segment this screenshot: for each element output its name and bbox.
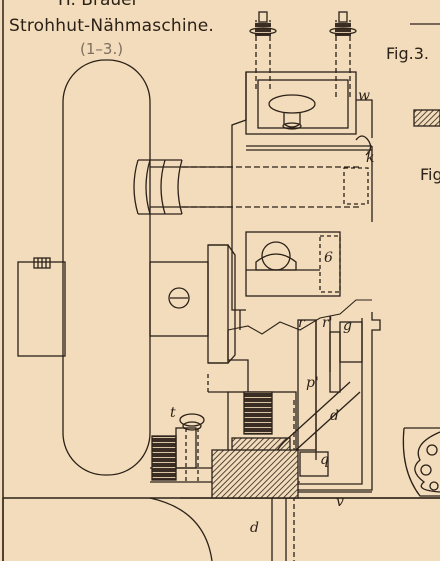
author-line: H. Brauer bbox=[58, 0, 139, 10]
label-r: r bbox=[298, 315, 305, 331]
mushroom-knob bbox=[268, 94, 316, 114]
center-hub bbox=[149, 261, 209, 337]
drawing-title: Strohhut-Nähmaschine. bbox=[9, 16, 215, 36]
lower-arc bbox=[149, 497, 213, 561]
flywheel-body bbox=[62, 59, 151, 476]
label-r-prime: r' bbox=[322, 315, 333, 331]
label-t: t bbox=[170, 405, 176, 421]
figure-range-subtitle: (1–3.) bbox=[80, 40, 124, 58]
label-d-lower: d bbox=[250, 520, 259, 536]
label-q: q bbox=[320, 452, 329, 468]
label-w: w bbox=[358, 88, 370, 104]
label-d-upper: d bbox=[330, 408, 339, 424]
label-k: k bbox=[366, 150, 375, 166]
label-b: 6 bbox=[324, 250, 333, 266]
center-flange bbox=[207, 244, 229, 364]
cam-box bbox=[245, 231, 341, 297]
head-top-box bbox=[245, 71, 357, 135]
label-v: v bbox=[336, 494, 344, 510]
left-hub bbox=[17, 261, 66, 357]
center-screw bbox=[168, 287, 190, 309]
figure-partial-label: Fig bbox=[420, 165, 440, 184]
head-housing-left bbox=[231, 72, 247, 311]
label-p-prime: p' bbox=[306, 375, 319, 391]
label-g: g bbox=[343, 318, 352, 334]
figure-3-label: Fig.3. bbox=[386, 44, 429, 63]
